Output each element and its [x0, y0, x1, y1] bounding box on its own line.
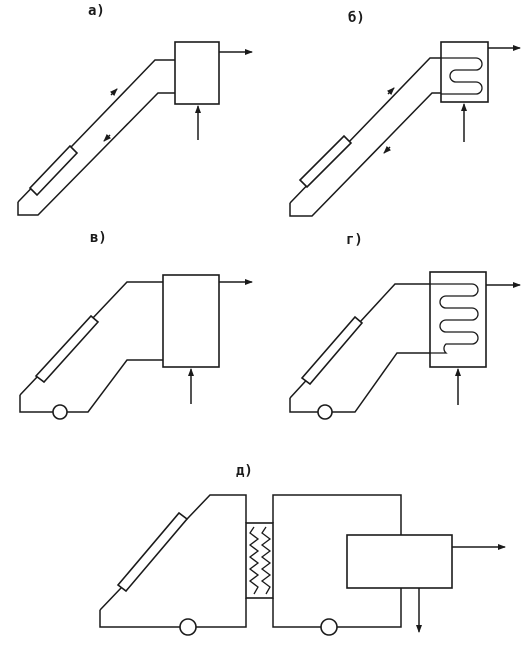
scheme-v-label: в): [90, 230, 107, 246]
scheme-g-return-pipe: [332, 352, 430, 413]
scheme-d-primary-return-pipe: [196, 598, 247, 628]
scheme-a-flow-arrow-down: [103, 133, 112, 142]
scheme-d-heat-exchanger-zigzag-right: [260, 526, 272, 595]
scheme-b-flow-arrow-up: [386, 87, 395, 96]
scheme-d-primary-pump: [179, 618, 197, 636]
scheme-d-secondary-upper-pipe: [272, 494, 402, 535]
scheme-v-collector: [34, 314, 100, 384]
scheme-g-collector: [300, 315, 364, 386]
scheme-g-coil-heat-exchanger: [430, 283, 479, 354]
scheme-v-lower-pipe: [19, 395, 53, 413]
scheme-d-primary-lower-pipe: [99, 610, 180, 628]
scheme-a-lower-pipe: [17, 92, 175, 216]
scheme-d-secondary-lower-pipe: [272, 598, 321, 628]
scheme-b-flow-arrow-down: [383, 145, 392, 154]
scheme-g-label: г): [346, 232, 363, 248]
scheme-a-storage-tank: [174, 41, 220, 105]
scheme-d: д): [99, 463, 506, 636]
scheme-g: г): [289, 232, 521, 420]
scheme-a: а): [17, 3, 253, 216]
scheme-b-coil-heat-exchanger: [441, 57, 483, 95]
scheme-d-collector: [116, 511, 189, 593]
scheme-d-heat-exchanger-zigzag-left: [248, 526, 260, 595]
scheme-a-flow-arrow-up: [109, 88, 118, 97]
scheme-b-collector: [298, 134, 353, 189]
scheme-d-label: д): [236, 463, 253, 479]
scheme-b-storage-tank: [440, 41, 489, 103]
scheme-v: в): [19, 230, 253, 420]
scheme-g-lower-pipe: [289, 398, 318, 413]
scheme-d-storage-tank: [346, 534, 453, 589]
scheme-v-storage-tank: [162, 274, 220, 368]
scheme-b-lower-pipe: [289, 92, 441, 217]
scheme-d-secondary-pump: [320, 618, 338, 636]
scheme-v-return-pipe: [67, 359, 163, 413]
scheme-d-primary-upper-pipe: [99, 494, 247, 611]
scheme-g-pump: [317, 404, 333, 420]
scheme-v-pump: [52, 404, 68, 420]
scheme-a-collector: [28, 144, 79, 197]
scheme-a-label: а): [88, 3, 105, 19]
scheme-b-label: б): [348, 10, 365, 26]
scheme-d-secondary-return-pipe: [337, 588, 402, 628]
scheme-b: б): [289, 10, 521, 217]
